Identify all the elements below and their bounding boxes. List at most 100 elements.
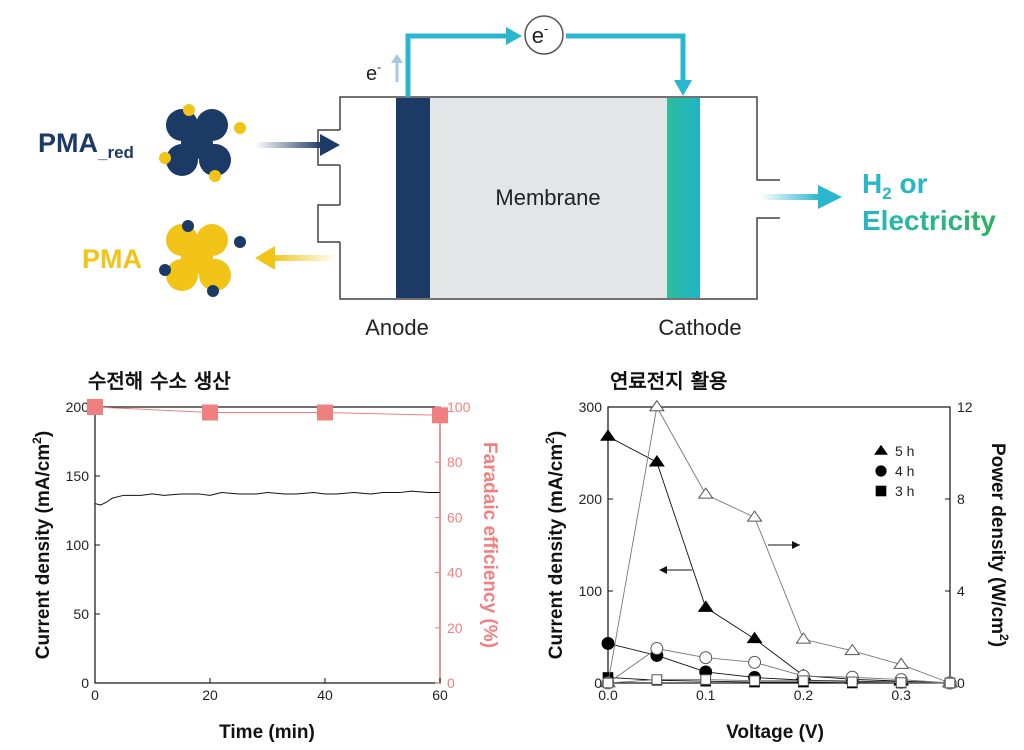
pma-red-molecule-icon [159, 104, 246, 182]
pma-label: PMA [82, 244, 142, 274]
pma-red-label: PMA_red [38, 128, 134, 162]
chart1-y2tick-label: 60 [447, 509, 463, 525]
chart1-y2label: Faradaic efficiency (%) [479, 442, 500, 648]
chart2-power-3h-point [895, 677, 907, 688]
pma-molecule-icon [159, 220, 246, 297]
chart2-current-5h-point [697, 600, 714, 612]
chart2-legend-label: 3 h [895, 483, 914, 499]
chart2-legend: 5 h 4 h 3 h [874, 443, 914, 499]
chart2-ytick-label: 300 [579, 399, 603, 415]
chart1-plot [87, 399, 448, 506]
chart1-faradaic-line [94, 406, 441, 416]
chart2-legend-marker [875, 465, 887, 477]
chart2-current-5h-line [607, 436, 951, 684]
chart2-ytick-label: 100 [579, 583, 603, 599]
chart2-legend-marker [875, 485, 887, 497]
chart2-xlabel: Voltage (V) [726, 722, 824, 743]
chart2-xtick-label: 0.3 [891, 687, 911, 703]
chart1-ylabel: Current density (mA/cm2) [30, 431, 54, 659]
electron-up-arrow-icon [391, 54, 403, 82]
chart2-ytick-label: 0 [594, 675, 602, 691]
output-arrow-shaft [760, 194, 820, 200]
chart2-y2tick-label: 12 [957, 399, 973, 415]
chart2-power-3h-line [607, 679, 951, 684]
chart2-legend-marker [874, 444, 888, 455]
chart2-plot [600, 399, 958, 690]
chart2-power-5h-point [697, 487, 714, 499]
chart2-power-4h-point [650, 642, 664, 655]
pma-red-inflow-arrowhead [320, 134, 340, 156]
chart1-xtick-label: 20 [202, 687, 218, 703]
output-h2-label: H2 or [862, 168, 928, 203]
pma-outflow-arrowhead [255, 246, 275, 270]
chart1-y2tick-label: 40 [447, 565, 463, 581]
chart1-faradaic-point [87, 399, 103, 415]
chart2-power-5h-point [795, 632, 812, 644]
outlet-port [317, 204, 340, 243]
fuel-cell-diagram: Membrane Anode Cathode e- e- PMA_red [38, 15, 996, 340]
chart2-power-5h-point [844, 643, 861, 656]
chart2-xtick-label: 0.2 [794, 687, 814, 703]
chart2-current-5h-point [648, 455, 665, 467]
chart1-ytick-label: 100 [66, 537, 90, 553]
chart2-current-5h-point [600, 429, 616, 441]
chart2-power-5h-line [607, 405, 951, 684]
electron-wire-arrowhead-right [506, 27, 522, 45]
chart1-xtick-label: 60 [432, 687, 448, 703]
chart2-power-4h-point [748, 655, 762, 669]
chart1-current-line [94, 490, 440, 506]
chart2-ytick-label: 200 [579, 491, 603, 507]
chart1-frame [94, 406, 441, 684]
chart1-ytick-label: 150 [66, 468, 90, 484]
chart1-title: 수전해 수소 생산 [88, 369, 231, 393]
cathode-electrode [667, 98, 700, 298]
chart2-power-3h-point [602, 677, 614, 689]
output-arrowhead [818, 185, 842, 209]
power-axis-arrow-icon [768, 541, 800, 549]
membrane [430, 98, 667, 298]
chart1-y2tick-label: 0 [447, 675, 455, 691]
current-axis-arrow-icon [659, 566, 692, 574]
chart2-current-4h-line [607, 643, 951, 684]
chart2-power-3h-point [749, 675, 760, 687]
chart2-legend-label: 5 h [895, 443, 914, 459]
chart2-xtick-label: 0.0 [598, 687, 618, 703]
membrane-label: Membrane [495, 185, 600, 210]
chart2-current-3h-line [607, 677, 950, 684]
chart1-xtick-label: 0 [91, 687, 99, 703]
chart2-power-3h-point [944, 677, 956, 689]
chart2-current-5h-point [746, 631, 763, 644]
chart2-power-3h-point [846, 676, 858, 688]
chart2-legend-label: 4 h [895, 463, 914, 479]
chart2-power-5h-point [893, 657, 910, 669]
chart2-xtick-label: 0.1 [696, 687, 716, 703]
electron-emission-label: e- [366, 60, 381, 85]
chart1-ytick-label: 200 [66, 399, 90, 415]
chart2-y2tick-label: 8 [957, 491, 965, 507]
chart2-power-5h-point [648, 399, 665, 412]
chart1-faradaic-point [317, 404, 333, 421]
chart1-faradaic-point [202, 404, 218, 421]
chart2-power-3h-point [651, 674, 663, 685]
chart1-ytick-label: 50 [73, 606, 89, 622]
electron-circle-icon [524, 15, 564, 55]
chart1-y2tick-label: 80 [447, 454, 463, 470]
chart2-power-5h-point [746, 510, 763, 522]
chart2-ylabel: Current density (mA/cm2) [543, 431, 567, 659]
chart2-power-3h-point [798, 675, 809, 687]
chart2-power-3h-point [700, 674, 712, 685]
pma-red-inflow-arrow-shaft [255, 142, 323, 148]
cell-housing [339, 96, 780, 300]
chart1-ytick-label: 0 [81, 675, 89, 691]
chart1-y2tick-label: 20 [447, 620, 463, 636]
chart2-y2label: Power density (W/cm2) [987, 443, 1011, 647]
cathode-label: Cathode [658, 315, 741, 340]
output-electricity-label: Electricity [862, 205, 996, 236]
chart1-y2tick-label: 100 [447, 399, 471, 415]
chart2-y2tick-label: 4 [957, 583, 965, 599]
chart2-title: 연료전지 활용 [610, 369, 727, 393]
chart2-power-4h-point [699, 651, 713, 665]
